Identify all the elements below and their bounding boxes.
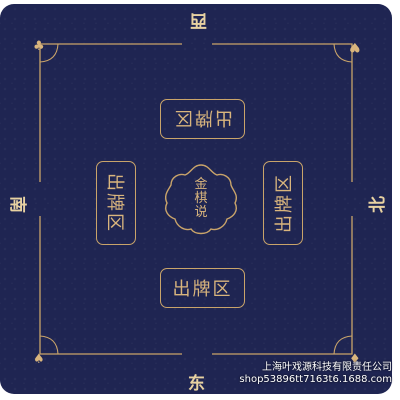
club-icon: ♣ bbox=[33, 39, 45, 54]
play-zone-right: 出牌区 bbox=[263, 161, 303, 245]
logo-line-2: 棋 bbox=[194, 191, 208, 206]
play-zone-left-label: 出牌区 bbox=[104, 173, 125, 233]
watermark-shop-url: shop53896tt7163t6.1688.com bbox=[239, 374, 392, 385]
play-zone-bottom-label: 出牌区 bbox=[172, 279, 233, 300]
direction-east: 东 bbox=[188, 374, 205, 394]
play-zone-top: 出牌区 bbox=[160, 99, 245, 139]
card-table-mat: 金 棋 说 出牌区 出牌区 出牌区 出牌区 西 东 南 北 ♣ ♥ ♠ ♦ bbox=[0, 4, 392, 394]
logo-flower-outline bbox=[164, 164, 238, 235]
diamond-icon: ♦ bbox=[349, 352, 361, 367]
watermark-company: 上海叶戏源科技有限责任公司 bbox=[262, 362, 392, 373]
direction-north: 北 bbox=[368, 196, 388, 213]
logo-line-1: 金 bbox=[194, 177, 208, 192]
play-zone-right-label: 出牌区 bbox=[274, 173, 295, 233]
play-zone-left: 出牌区 bbox=[96, 161, 136, 245]
play-zone-top-label: 出牌区 bbox=[172, 107, 233, 128]
center-logo: 金 棋 说 bbox=[161, 159, 241, 239]
logo-text: 金 棋 说 bbox=[161, 159, 241, 239]
logo-line-3: 说 bbox=[194, 205, 208, 220]
spade-icon: ♠ bbox=[33, 352, 45, 367]
heart-icon: ♥ bbox=[349, 39, 361, 54]
mat-border-frame bbox=[39, 43, 353, 355]
play-zone-bottom: 出牌区 bbox=[160, 268, 245, 308]
direction-west: 西 bbox=[190, 10, 207, 30]
direction-south: 南 bbox=[7, 196, 27, 213]
